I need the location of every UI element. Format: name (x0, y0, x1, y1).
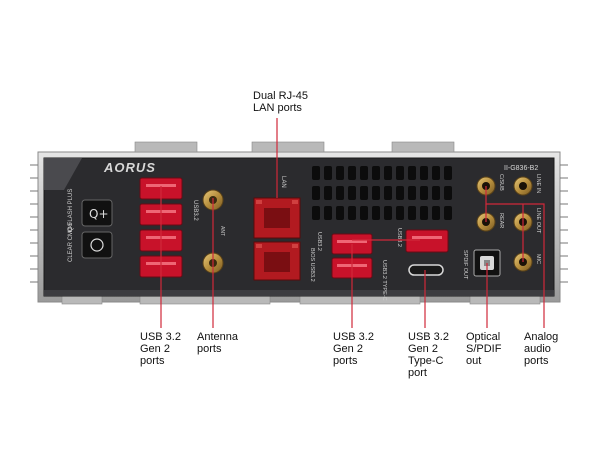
audio-jack-line-in[interactable] (513, 176, 533, 196)
usb-port-upper-tongue (412, 236, 442, 239)
lan-port-top[interactable] (253, 197, 301, 239)
typec-label: USB3.2 TYPE-C (381, 260, 387, 301)
rear-label: REAR (498, 213, 504, 228)
spdif-label: SPDIF OUT (462, 250, 468, 280)
panel-accent-stripe (44, 158, 82, 190)
callout-audio: Analog audio ports (524, 331, 559, 367)
callout-antenna-ports: Antenna ports (197, 331, 238, 355)
qflash-plus-icon: Q+ (89, 207, 109, 221)
shield-right-ticks (560, 164, 568, 283)
callout-lan-ports: Dual RJ-45 LAN ports (253, 90, 309, 114)
clear-cmos-label: CLEAR CMOS (68, 222, 74, 262)
shield-left-ticks (30, 164, 38, 283)
callout-usb-typec: USB 3.2 Gen 2 Type-C port (408, 331, 449, 379)
mid-usb-label-a: USB3.2 (316, 232, 322, 251)
callout-usb-mid: USB 3.2 Gen 2 ports (333, 331, 374, 367)
panel-bottom-rail (44, 290, 554, 296)
vent-grille (312, 166, 452, 220)
clear-cmos-icon (90, 238, 104, 252)
lan-label: LAN (280, 176, 286, 188)
qflash-plus-label: Q-FLASH PLUS (68, 189, 74, 232)
callout-spdif: Optical S/PDIF out (466, 331, 502, 367)
line-out-label: LINE OUT (535, 208, 541, 234)
c-sub-label: C/SUB (498, 174, 504, 191)
bios-usb-label: BIOS USB3.2 (309, 248, 315, 282)
lan-port-bottom[interactable] (253, 241, 301, 281)
usb-port-upper[interactable] (405, 229, 449, 253)
mic-label: MIC (535, 254, 541, 264)
leader-lines (160, 118, 545, 328)
model-number: II-G836-B2 (504, 165, 538, 172)
antenna-label: ANT (219, 226, 225, 236)
clear-cmos-button[interactable] (81, 231, 113, 259)
usb-typec-port[interactable] (408, 264, 444, 276)
shield-top-tabs (134, 141, 455, 153)
qflash-plus-button[interactable] (81, 199, 113, 227)
line-in-label: LINE IN (535, 174, 541, 193)
left-usb-label: USB3.2 (192, 200, 198, 221)
brand-logo: AORUS (103, 160, 156, 175)
usb-upper-label: USB3.2 (396, 228, 402, 247)
callout-usb-left: USB 3.2 Gen 2 ports (140, 331, 181, 367)
leader-audio (485, 186, 545, 328)
